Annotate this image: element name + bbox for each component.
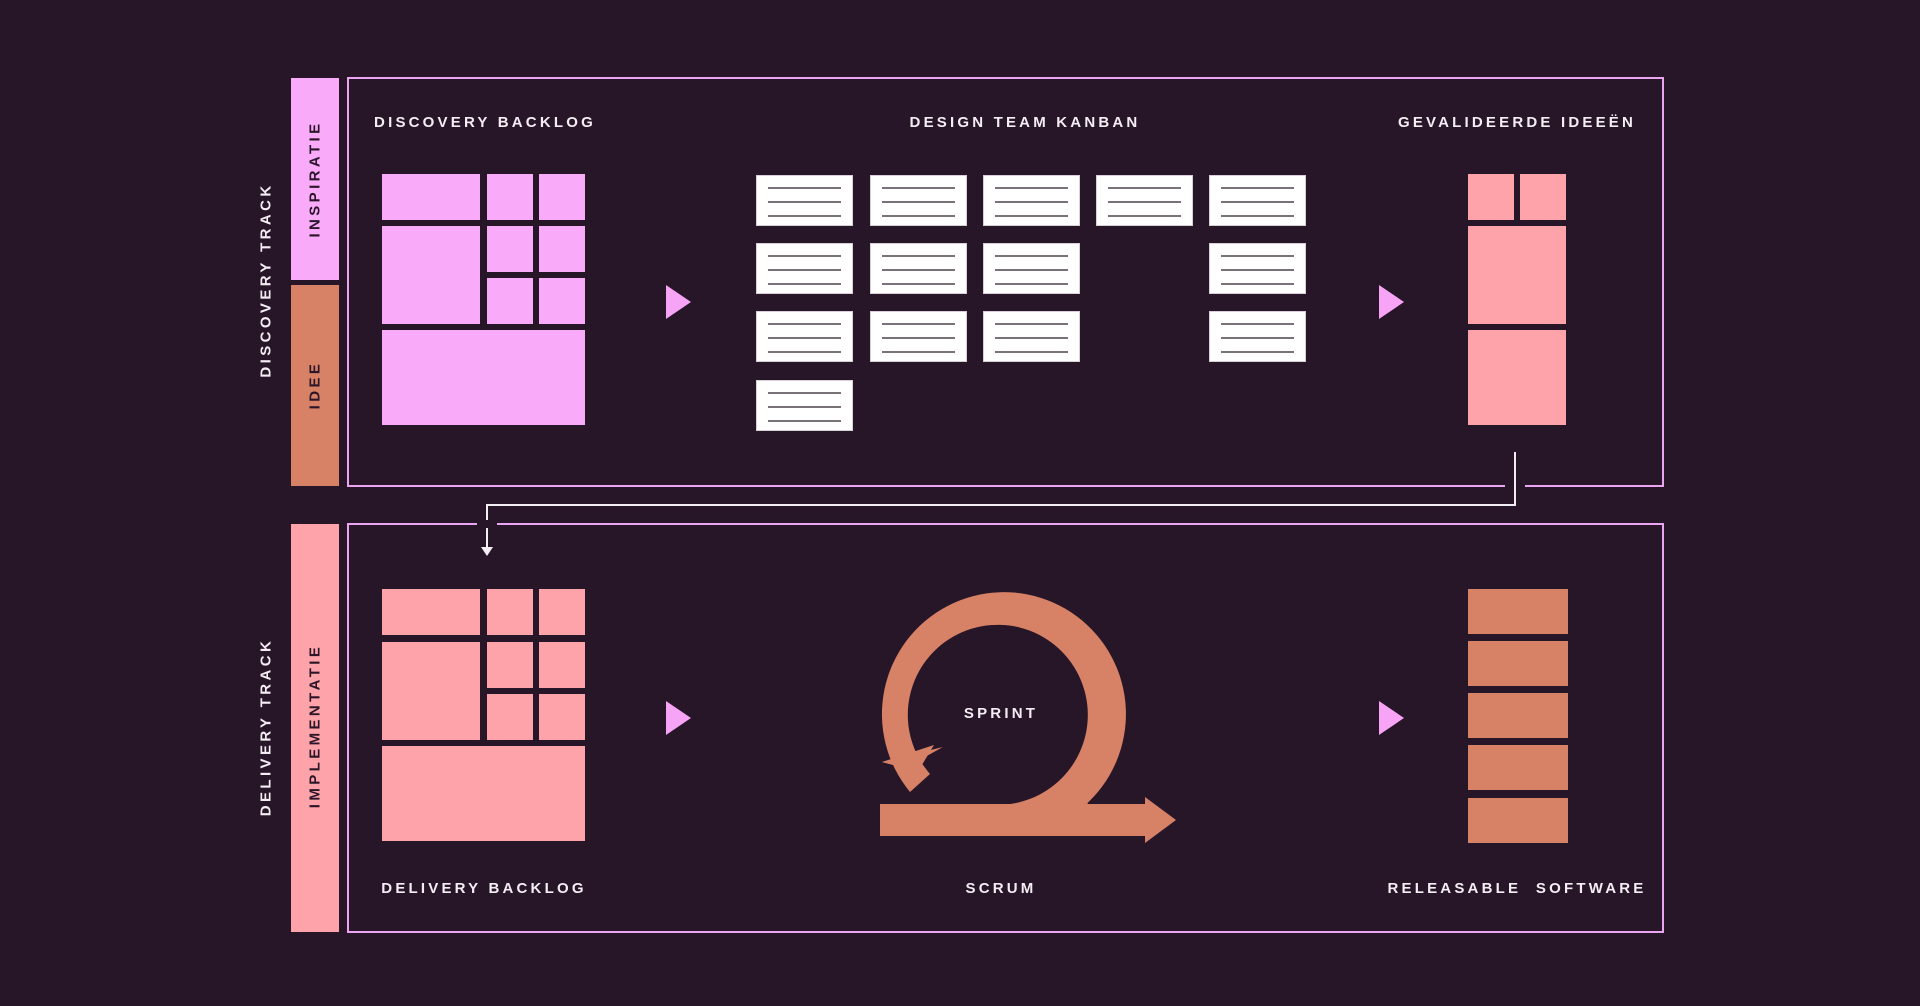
kanban-card [756, 311, 853, 362]
kanban-card [1096, 175, 1193, 226]
circular-arrow-icon [880, 592, 1176, 843]
triangle-right-icon [1379, 701, 1404, 735]
backlog-tile [539, 642, 585, 688]
releasable-software-title: RELEASABLE SOFTWARE [1387, 880, 1647, 897]
backlog-tile [382, 589, 480, 635]
delivery-backlog-title: DELIVERY BACKLOG [381, 880, 587, 897]
discovery-frame [347, 77, 1664, 487]
backlog-tile [487, 589, 533, 635]
kanban-card [870, 243, 967, 294]
release-block [1468, 798, 1568, 843]
backlog-tile [382, 174, 480, 220]
kanban-card [1209, 311, 1306, 362]
phase-bar-idee: IDEE [291, 285, 339, 486]
scrum-title: SCRUM [965, 880, 1037, 897]
backlog-tile [539, 278, 585, 324]
validated-tile [1520, 174, 1566, 220]
triangle-right-icon [1379, 285, 1404, 319]
phase-bar-implementatie: IMPLEMENTATIE [291, 524, 339, 932]
backlog-tile [487, 278, 533, 324]
kanban-card [870, 175, 967, 226]
kanban-card [870, 311, 967, 362]
triangle-right-icon [666, 285, 691, 319]
phase-label-implementatie: IMPLEMENTATIE [306, 643, 324, 809]
validated-tile [1468, 174, 1514, 220]
release-block [1468, 589, 1568, 634]
backlog-tile [487, 642, 533, 688]
validated-tile [1468, 226, 1566, 324]
phase-label-inspiratie: INSPIRATIE [306, 120, 324, 238]
backlog-tile [539, 589, 585, 635]
kanban-card [983, 311, 1080, 362]
discovery-track-label: DISCOVERY TRACK [257, 182, 275, 378]
triangle-right-icon [666, 701, 691, 735]
delivery-frame [347, 523, 1664, 933]
backlog-tile [487, 174, 533, 220]
phase-bar-inspiratie: INSPIRATIE [291, 78, 339, 280]
backlog-tile [382, 746, 585, 841]
backlog-tile [539, 226, 585, 272]
backlog-tile [382, 226, 480, 324]
sprint-label: SPRINT [963, 705, 1039, 722]
validated-tile [1468, 330, 1566, 425]
backlog-tile [382, 330, 585, 425]
delivery-track-label: DELIVERY TRACK [257, 637, 275, 817]
backlog-tile [382, 642, 480, 740]
discovery-backlog-title: DISCOVERY BACKLOG [374, 114, 596, 131]
kanban-card [983, 175, 1080, 226]
release-block [1468, 745, 1568, 790]
connector-vertical-top [1514, 452, 1516, 506]
kanban-card [983, 243, 1080, 294]
validated-ideas-title: GEVALIDEERDE IDEEËN [1397, 114, 1637, 131]
backlog-tile [539, 174, 585, 220]
kanban-card [756, 243, 853, 294]
kanban-card [756, 380, 853, 431]
kanban-card [756, 175, 853, 226]
phase-label-idee: IDEE [306, 360, 324, 410]
release-block [1468, 693, 1568, 738]
backlog-tile [487, 226, 533, 272]
design-kanban-title: DESIGN TEAM KANBAN [909, 114, 1141, 131]
connector-horizontal [486, 504, 1516, 506]
backlog-tile [487, 694, 533, 740]
backlog-tile [539, 694, 585, 740]
kanban-card [1209, 243, 1306, 294]
kanban-card [1209, 175, 1306, 226]
connector-arrowhead [481, 547, 493, 556]
delivery-frame-gap [477, 520, 497, 528]
release-block [1468, 641, 1568, 686]
